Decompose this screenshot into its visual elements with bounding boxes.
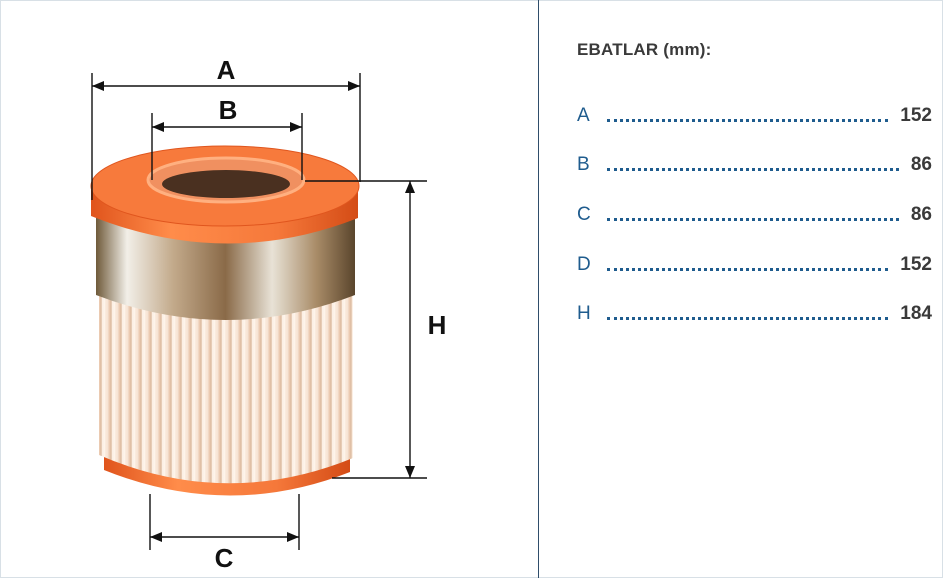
spec-row-h: H 184	[577, 300, 932, 324]
spec-key: A	[577, 105, 590, 126]
spec-key: B	[577, 154, 590, 175]
inner-opening-highlight	[146, 156, 306, 204]
dimension-h	[305, 180, 427, 479]
dot-leader	[607, 167, 899, 171]
spec-value: 86	[910, 154, 932, 175]
inner-opening-mesh	[162, 170, 290, 198]
spec-key: D	[577, 254, 591, 275]
spec-row-d: D 152	[577, 251, 932, 275]
spec-key: H	[577, 303, 591, 324]
pleated-paper-media	[99, 290, 353, 484]
dot-leader	[607, 316, 889, 320]
dimensions-title: EBATLAR (mm):	[577, 40, 712, 59]
spec-row-a: A 152	[577, 102, 932, 126]
spec-value: 152	[900, 105, 932, 126]
air-filter-diagram: A B H C	[90, 55, 447, 573]
spec-value: 86	[910, 204, 932, 225]
dot-leader	[607, 217, 899, 221]
dot-leader	[607, 267, 889, 271]
dimension-h-label: H	[428, 310, 447, 340]
spec-key: C	[577, 204, 591, 225]
dimension-a-label: A	[217, 55, 236, 85]
dot-leader	[607, 118, 889, 122]
filter-diagram-panel: A B H C	[90, 55, 447, 573]
dimension-c-label: C	[215, 543, 234, 573]
dimension-b	[151, 113, 303, 180]
dimension-a	[91, 73, 361, 200]
spec-row-b: B 86	[577, 151, 932, 175]
dimension-b-label: B	[219, 95, 238, 125]
spec-value: 152	[900, 254, 932, 275]
spec-row-c: C 86	[577, 201, 932, 225]
dimensions-panel: EBATLAR (mm): A 152 B 86 C 86 D 152 H 18…	[539, 0, 943, 578]
panel-divider	[538, 0, 539, 578]
spec-value: 184	[900, 303, 932, 324]
dimension-c	[149, 494, 300, 550]
metal-band	[96, 215, 355, 320]
